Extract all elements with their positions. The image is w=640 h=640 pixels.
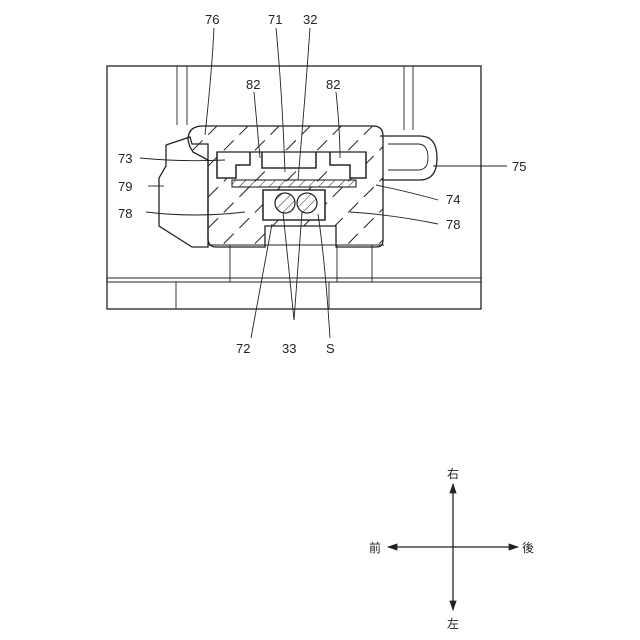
label-79: 79 xyxy=(118,179,132,194)
label-71: 71 xyxy=(268,12,282,27)
direction-indicator: 右 左 前 後 xyxy=(369,466,534,631)
direction-left-label: 前 xyxy=(369,540,381,555)
label-33: 33 xyxy=(282,341,296,356)
label-82-left: 82 xyxy=(246,77,260,92)
direction-right-label: 後 xyxy=(522,541,534,555)
label-72: 72 xyxy=(236,341,250,356)
label-78-left: 78 xyxy=(118,206,132,221)
label-74: 74 xyxy=(446,192,460,207)
plate-32 xyxy=(232,180,356,187)
direction-up-label: 右 xyxy=(447,466,459,481)
label-S: S xyxy=(326,341,335,356)
label-82-right: 82 xyxy=(326,77,340,92)
loop-part-75 xyxy=(380,136,437,180)
label-32: 32 xyxy=(303,12,317,27)
label-73: 73 xyxy=(118,151,132,166)
label-75: 75 xyxy=(512,159,526,174)
direction-down-label: 左 xyxy=(447,616,459,631)
label-76: 76 xyxy=(205,12,219,27)
wires-33 xyxy=(275,193,317,213)
label-78-right: 78 xyxy=(446,217,460,232)
